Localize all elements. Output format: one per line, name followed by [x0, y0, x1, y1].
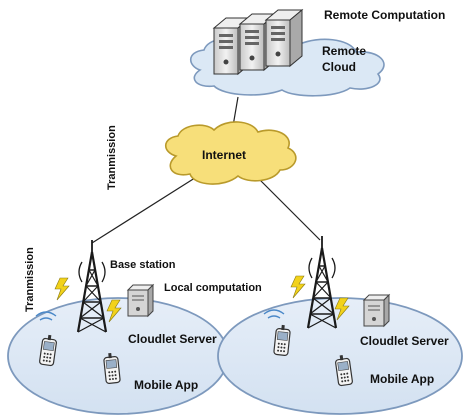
server-icon [127, 284, 154, 317]
remote-computation-label: Remote Computation [324, 8, 446, 22]
internet-label: Internet [202, 148, 247, 162]
lightning-bolt-icon [290, 275, 306, 299]
server-rack-icon [213, 9, 303, 75]
radio-tower-icon [76, 238, 108, 334]
remote-cloud-label-line1: Remote [322, 44, 367, 58]
base-station-label: Base station [110, 259, 176, 271]
mobile-app-label-left: Mobile App [134, 378, 199, 392]
server-icon [363, 294, 390, 327]
cloudlet-server-label-right: Cloudlet Server [360, 334, 449, 348]
transmission-label-left: Tranmission [24, 247, 36, 312]
signal-waves [35, 309, 285, 321]
radio-tower-icon [306, 234, 338, 330]
mobile-app-label-right: Mobile App [370, 372, 435, 386]
internet-cloud [164, 121, 297, 185]
cloudlet-server-label-left: Cloudlet Server [128, 332, 217, 346]
remote-cloud-label-line2: Cloud [322, 60, 356, 74]
transmission-label-top: Tranmission [106, 125, 118, 190]
local-computation-label: Local computation [164, 282, 262, 294]
lightning-bolt-icon [54, 277, 70, 301]
